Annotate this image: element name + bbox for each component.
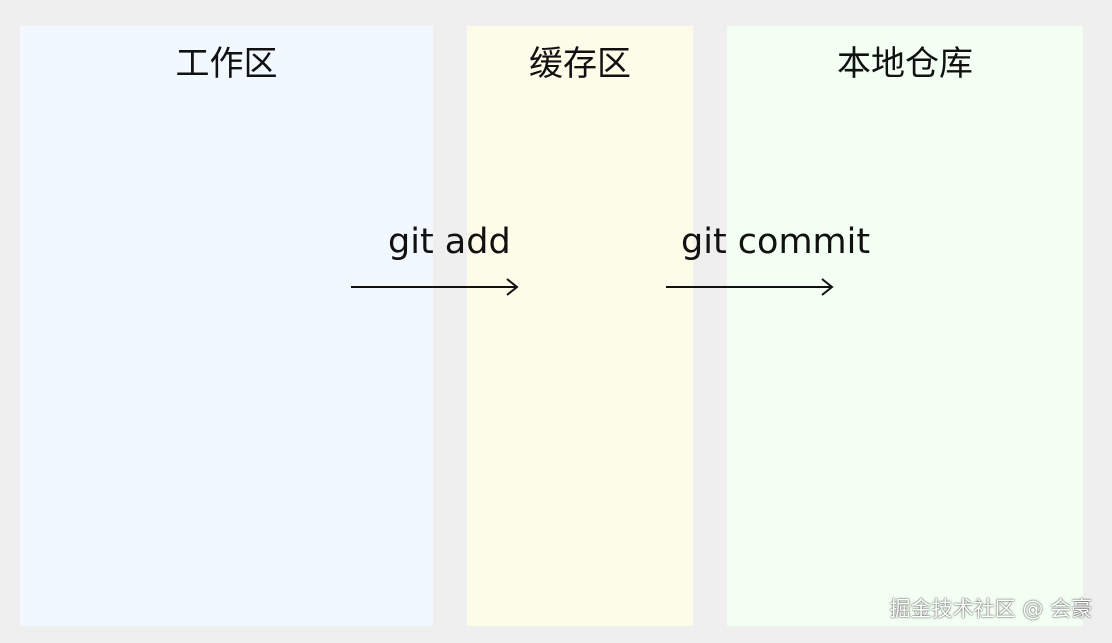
local-repo-panel: 本地仓库 [727,26,1083,626]
watermark: 掘金技术社区 @ 会豪 [889,597,1092,621]
arrow-right-icon [351,278,519,296]
working-area-panel: 工作区 [20,26,433,626]
git-commit-label: git commit [681,222,871,262]
staging-area-panel: 缓存区 [467,26,693,626]
staging-area-title: 缓存区 [529,44,631,84]
git-add-label: git add [388,222,511,262]
working-area-title: 工作区 [175,44,278,84]
local-repo-title: 本地仓库 [837,44,973,84]
arrow-right-icon [666,278,834,296]
